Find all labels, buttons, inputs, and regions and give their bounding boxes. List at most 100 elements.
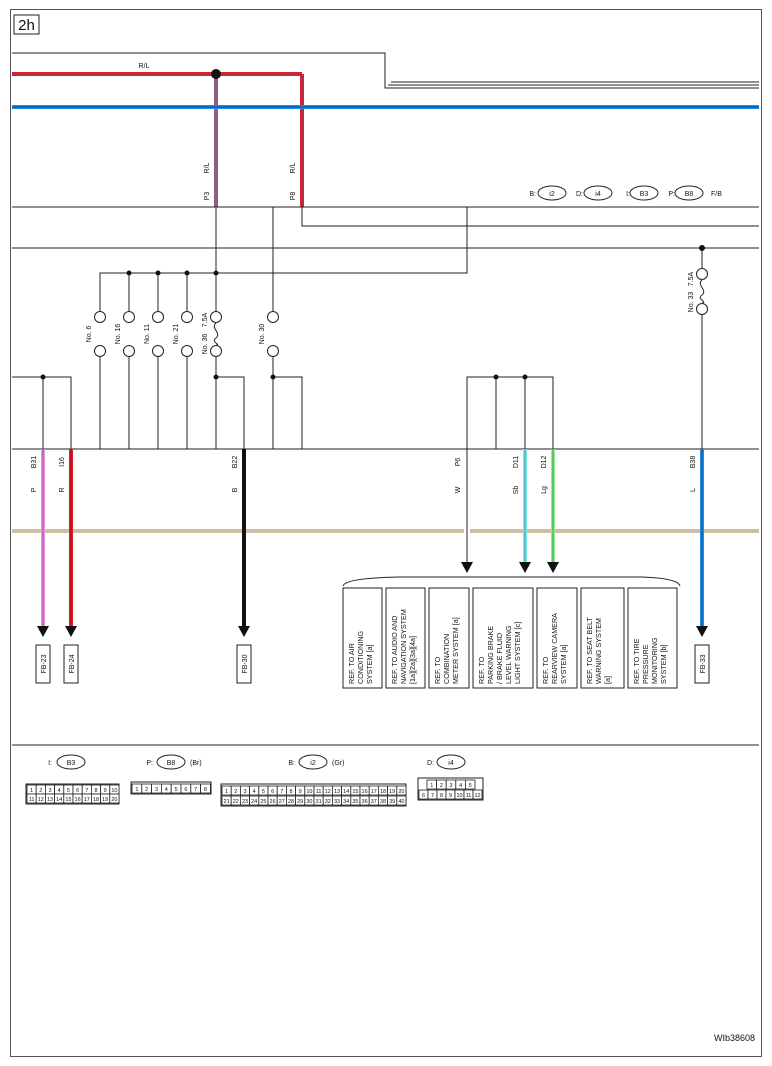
conn-d-row2-pin-label: 12 bbox=[474, 793, 480, 799]
conn-p-row1-cell bbox=[200, 783, 211, 794]
conn-i-row2-pin-label: 16 bbox=[75, 797, 81, 803]
fuse21-bot bbox=[181, 345, 193, 357]
ref-2-line3: METER SYSTEM [a] bbox=[451, 617, 460, 684]
ref-box-4 bbox=[536, 587, 578, 689]
conn-i-row1-pin-label: 3 bbox=[48, 788, 51, 794]
conn-b-row2-pin-label: 31 bbox=[316, 799, 322, 805]
ref-6-line2: PRESSURE bbox=[641, 644, 650, 684]
conn-b-row2-pin-label: 40 bbox=[398, 799, 404, 805]
ref-4-line3: SYSTEM [a] bbox=[559, 644, 568, 684]
ref-box-5 bbox=[580, 587, 625, 689]
conn-b-row1-pin-label: 17 bbox=[371, 789, 377, 795]
ref-box-0 bbox=[342, 587, 383, 689]
conn-b-row1-pin-label: 1 bbox=[225, 789, 228, 795]
fuse-no21-label: No. 21 bbox=[173, 324, 180, 345]
fuse-no36-label: No. 36 bbox=[202, 334, 209, 355]
term-d11-color: Sb bbox=[513, 486, 520, 495]
ref-5-line1: REF. TO SEAT BELT bbox=[585, 617, 594, 684]
conn-d-row2-pin-label: 9 bbox=[449, 793, 452, 799]
junction-21 bbox=[184, 270, 190, 276]
conn-b-row2-pin-label: 21 bbox=[224, 799, 230, 805]
conn-i-row2-pin-label: 13 bbox=[47, 797, 53, 803]
conn-i-row1-pin-label: 9 bbox=[104, 788, 107, 794]
conn-b-row1-pin-label: 12 bbox=[325, 789, 331, 795]
fuse16-top bbox=[123, 311, 135, 323]
junction-right1 bbox=[493, 374, 499, 380]
conn-b-row1-pin-label: 4 bbox=[253, 789, 256, 795]
conn-d-row1-pin-label: 1 bbox=[430, 783, 433, 789]
ref-box-1 bbox=[385, 587, 426, 689]
fuse-group bbox=[94, 268, 708, 357]
diagram-id: WIb38608 bbox=[714, 1033, 755, 1043]
arrow-fb23 bbox=[37, 626, 49, 637]
conn-b-row2-pin-label: 30 bbox=[306, 799, 312, 805]
conn-b-row2-pin-label: 34 bbox=[343, 799, 349, 805]
conn-p-color: (Br) bbox=[190, 760, 202, 767]
hdr-i-oval bbox=[629, 185, 659, 201]
dest-fb33-box bbox=[694, 644, 710, 684]
ref-boxes: REF. TO AIR CONDITIONING SYSTEM [a] REF.… bbox=[342, 587, 678, 689]
fuse-no33-rating: 7.5A bbox=[688, 271, 695, 286]
conn-i-row2-pin-label: 12 bbox=[38, 797, 44, 803]
conn-i-row1-pin-label: 10 bbox=[111, 788, 117, 794]
ref-5-line3: [a] bbox=[603, 676, 612, 684]
fuse-no33-label: No. 33 bbox=[688, 292, 695, 313]
ref-3-line3: / BRAKE FLUID bbox=[495, 633, 504, 684]
dest-fb23-box bbox=[35, 644, 51, 684]
fuse-no36-rating: 7.5A bbox=[202, 312, 209, 327]
conn-p-code: B8 bbox=[167, 760, 176, 767]
fuse36-branch bbox=[216, 376, 245, 449]
ref-0-line1: REF. TO AIR bbox=[347, 643, 356, 684]
conn-i-row2-pin-label: 11 bbox=[29, 797, 35, 803]
drop-right-wire: R/L bbox=[290, 162, 297, 173]
conn-b-row1-pin-label: 15 bbox=[352, 789, 358, 795]
conn-p-shell bbox=[130, 781, 212, 795]
conn-d-row1-pin-label: 5 bbox=[469, 783, 472, 789]
fuse-no11-label: No. 11 bbox=[144, 324, 151, 344]
fuse-feed-line bbox=[99, 207, 468, 311]
term-d12: D12 bbox=[541, 455, 548, 468]
fuse11-top bbox=[152, 311, 164, 323]
conn-d-row2-pin-label: 8 bbox=[440, 793, 443, 799]
conn-b-row2-pin-label: 28 bbox=[288, 799, 294, 805]
conn-d-shell bbox=[417, 777, 484, 801]
term-d11: D11 bbox=[513, 456, 520, 468]
fuse11-bot bbox=[152, 345, 164, 357]
ref-3-line4: LEVEL WARNING bbox=[504, 625, 513, 684]
conn-p-oval bbox=[156, 754, 186, 770]
conn-i-oval bbox=[56, 754, 86, 770]
conn-b-code: i2 bbox=[310, 760, 316, 767]
term-p6: P6 bbox=[455, 458, 462, 467]
conn-b-row1-pin-label: 7 bbox=[280, 789, 283, 795]
conn-i-row1-pin-label: 7 bbox=[85, 788, 88, 794]
arrow-fb33 bbox=[696, 626, 708, 637]
conn-p-row1-pin-label: 8 bbox=[204, 787, 207, 793]
term-b22-color: B bbox=[232, 487, 239, 492]
hdr-p-label: P: bbox=[668, 191, 675, 198]
fuse30-branch bbox=[273, 376, 303, 449]
conn-d-row1-pin-label: 3 bbox=[449, 783, 452, 789]
dest-fb23: FB-23 bbox=[41, 654, 48, 673]
ref-6-line4: SYSTEM [b] bbox=[659, 644, 668, 684]
dest-fb30: FB-30 bbox=[242, 654, 249, 673]
conn-d-row2-pin-label: 7 bbox=[431, 793, 434, 799]
dest-fb24-box bbox=[63, 644, 79, 684]
fuse33-element bbox=[699, 279, 705, 304]
conn-i-code: B3 bbox=[67, 760, 76, 767]
hdr-i-code: B3 bbox=[640, 191, 649, 198]
conn-i-row2-cell bbox=[109, 793, 120, 804]
conn-b-row2-pin-label: 26 bbox=[270, 799, 276, 805]
conn-b-row2-pin-label: 24 bbox=[251, 799, 257, 805]
fuse36-element bbox=[213, 322, 219, 346]
fuse-no30-label: No. 30 bbox=[259, 324, 266, 345]
junction-right2 bbox=[522, 374, 528, 380]
drop-left-wire: R/L bbox=[204, 162, 211, 173]
conn-b-row1-pin-label: 8 bbox=[289, 789, 292, 795]
arrow-lightgreen bbox=[547, 562, 559, 573]
dest-fb33: FB-33 bbox=[700, 654, 707, 673]
conn-i-row1-pin-label: 8 bbox=[94, 788, 97, 794]
junction-36-out bbox=[213, 374, 219, 380]
conn-i-row2-pin-label: 18 bbox=[93, 797, 99, 803]
conn-b-color: (Gr) bbox=[332, 760, 344, 767]
conn-d-oval bbox=[436, 754, 466, 770]
